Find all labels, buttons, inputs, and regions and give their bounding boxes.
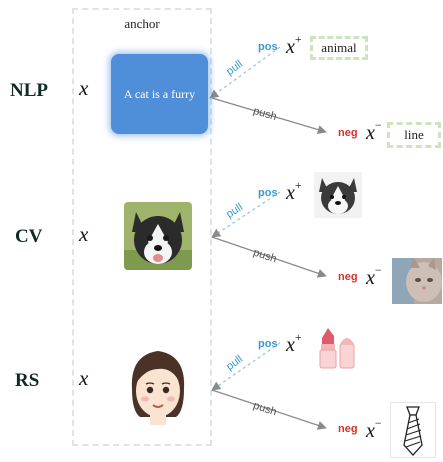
- anchor-column: [72, 8, 212, 446]
- husky-puppy-photo: [124, 202, 192, 270]
- rs-anchor-x: x: [79, 366, 89, 390]
- woman-avatar-icon: [124, 345, 192, 425]
- nlp-neg-label: neg: [338, 127, 358, 139]
- rs-pull-arrow: [211, 342, 281, 391]
- nlp-neg-word-box: line: [387, 122, 441, 148]
- nlp-neg-word: line: [404, 127, 424, 142]
- rs-pos-x: x+: [286, 330, 302, 356]
- nlp-neg-x: x−: [366, 118, 382, 144]
- nlp-pos-word: animal: [321, 40, 357, 55]
- husky-puppy-grayscale-photo: [314, 172, 362, 218]
- rs-push-arrow: [211, 389, 327, 430]
- rs-neg-label: neg: [338, 423, 358, 435]
- nlp-pos-label: pos: [258, 41, 278, 53]
- cv-pos-x: x+: [286, 178, 302, 204]
- nlp-anchor-text-card: A cat is a furry: [111, 54, 208, 134]
- nlp-anchor-x: x: [79, 76, 89, 100]
- cv-pull-arrow: [211, 191, 281, 238]
- nlp-pull-arrow: [209, 46, 281, 99]
- cv-anchor-x: x: [79, 222, 89, 246]
- lipstick-icon: [318, 326, 358, 370]
- row-label-nlp: NLP: [10, 80, 48, 101]
- necktie-icon: [390, 402, 436, 458]
- cv-neg-x: x−: [366, 263, 382, 289]
- nlp-push-arrow: [211, 97, 327, 135]
- cv-neg-label: neg: [338, 271, 358, 283]
- nlp-anchor-text: A cat is a furry: [123, 86, 196, 101]
- rs-pos-label: pos: [258, 338, 278, 350]
- cv-pos-label: pos: [258, 187, 278, 199]
- cv-push-arrow: [211, 236, 327, 278]
- row-label-rs: RS: [15, 370, 40, 391]
- nlp-pos-word-box: animal: [310, 36, 368, 60]
- row-label-cv: CV: [15, 226, 43, 247]
- cat-photo: [392, 258, 442, 304]
- nlp-pos-x: x+: [286, 32, 302, 58]
- anchor-title: anchor: [124, 16, 160, 31]
- rs-neg-x: x−: [366, 416, 382, 442]
